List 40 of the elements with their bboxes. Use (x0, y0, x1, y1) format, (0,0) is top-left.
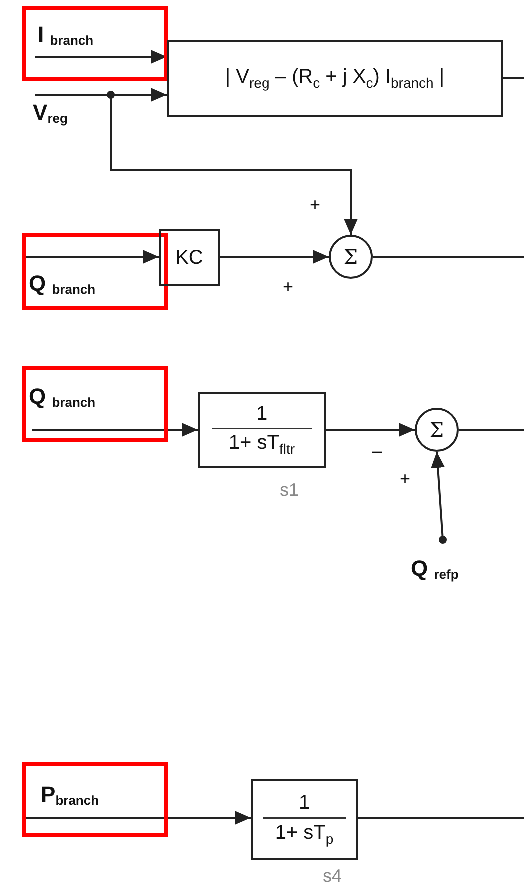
edge-label: + (400, 470, 411, 488)
summation-symbol: Σ (430, 420, 444, 440)
denominator: 1+ sT$_{p}$ (275, 822, 334, 847)
function-block (167, 40, 503, 117)
signal-label: Q $_{branch}$ (29, 273, 96, 296)
signal-line (503, 77, 524, 79)
block-formula: KC (176, 246, 204, 268)
transfer-function-block (251, 779, 358, 860)
edge-label: + (310, 196, 321, 214)
denominator: 1+ sT$_{fltr}$ (228, 432, 296, 458)
numerator: 1 (298, 792, 310, 814)
highlight-box (22, 233, 168, 310)
highlight-box (22, 366, 168, 442)
block-caption: s1 (280, 480, 300, 501)
signal-label: Q $_{branch}$ (29, 386, 96, 409)
summing-junction (329, 235, 373, 279)
arrow (25, 811, 251, 825)
arrow (35, 50, 167, 64)
edge-label: – (372, 442, 382, 460)
edge-label: + (283, 278, 294, 296)
signal-line (373, 256, 524, 258)
transfer-function-block (198, 392, 326, 468)
highlight-box (22, 762, 168, 837)
block-caption: s4 (323, 866, 342, 887)
numerator: 1 (256, 402, 268, 425)
arrow (25, 250, 159, 264)
arrow (326, 423, 415, 437)
signal-label: Q $_{refp}$ (411, 558, 459, 581)
block-formula: | V$_{reg}$ – (R$_{c}$ + j X$_{c}$) I$_{branch}$ | (225, 66, 445, 92)
arrow (220, 250, 329, 264)
summing-junction (415, 408, 459, 452)
function-block (159, 229, 220, 286)
signal-label: P$_{branch}$ (41, 784, 100, 807)
signal-line (459, 429, 524, 431)
signal-line (358, 817, 524, 819)
signal-label: I $_{branch}$ (38, 24, 94, 47)
arrow (32, 423, 198, 437)
signal-label: V$_{reg}$ (33, 102, 68, 125)
highlight-box (22, 6, 168, 81)
summation-symbol: Σ (344, 247, 358, 267)
